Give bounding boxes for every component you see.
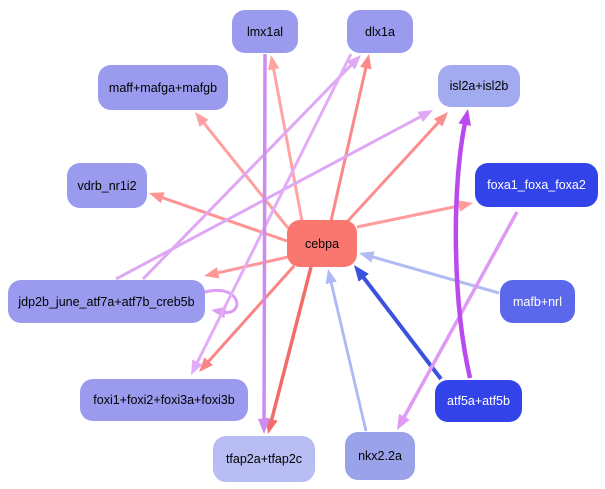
node-cebpa[interactable]: cebpa	[287, 220, 357, 267]
edge-cebpa-jdp2b	[215, 255, 289, 275]
edge-mafb_nrl-cebpa-arrowhead	[359, 251, 375, 263]
edge-lmx1al-tfap2a_tfap2c	[262, 53, 267, 422]
edge-cebpa-isl2a_isl2b	[344, 120, 441, 225]
node-label-foxi1: foxi1+foxi2+foxi3a+foxi3b	[93, 393, 235, 407]
edge-cebpa-tfap2a_tfap2c	[269, 266, 313, 422]
node-foxa1_foxa_foxa2[interactable]: foxa1_foxa_foxa2	[475, 163, 598, 207]
edge-jdp2b-isl2a_isl2b	[115, 114, 423, 281]
node-label-maff_mafga_mafgb: maff+mafga+mafgb	[108, 80, 218, 95]
edge-lmx1al-tfap2a_tfap2c-arrowhead	[257, 418, 271, 434]
node-label-cebpa: cebpa	[304, 236, 340, 251]
edge-atf5a_atf5b-isl2a_isl2b-arrowhead	[458, 109, 471, 126]
edge-cebpa-dlx1a	[329, 65, 368, 222]
node-label-foxa1_foxa_foxa2: foxa1_foxa_foxa2	[487, 178, 586, 192]
node-label-nkx2_2a: nkx2.2a	[358, 449, 402, 463]
node-isl2a_isl2b[interactable]: isl2a+isl2b	[438, 65, 520, 107]
edge-atf5a_atf5b-isl2a_isl2b	[453, 121, 473, 379]
node-label-dlx1a: dlx1a	[365, 24, 395, 39]
node-label-mafb_nrl: mafb+nrl	[513, 294, 562, 309]
node-label-isl2a_isl2b: isl2a+isl2b	[449, 79, 509, 93]
edge-cebpa-isl2a_isl2b-arrowhead	[433, 112, 448, 127]
edge-cebpa-jdp2b-arrowhead	[204, 267, 220, 279]
edge-jdp2b-dlx1a	[141, 62, 354, 281]
node-foxi1[interactable]: foxi1+foxi2+foxi3a+foxi3b	[80, 379, 248, 421]
edge-nkx2_2a-cebpa-arrowhead	[325, 269, 337, 285]
edge-nkx2_2a-cebpa	[329, 280, 368, 432]
edge-atf5a_atf5b-cebpa-arrowhead	[354, 265, 369, 282]
node-vdrb_nr1i2[interactable]: vdrb_nr1i2	[67, 163, 147, 208]
edge-cebpa-lmx1al	[271, 66, 304, 222]
edge-cebpa-foxi1	[206, 264, 296, 364]
edge-jdp2b-isl2a_isl2b-arrowhead	[417, 110, 433, 122]
node-label-atf5a_atf5b: atf5a+atf5b	[447, 394, 510, 408]
node-dlx1a[interactable]: dlx1a	[347, 10, 413, 53]
edge-jdp2b-jdp2b	[204, 288, 239, 314]
node-lmx1al[interactable]: lmx1al	[232, 10, 298, 53]
edge-cebpa-foxa1_foxa_foxa2-arrowhead	[457, 200, 473, 212]
node-tfap2a_tfap2c[interactable]: tfap2a+tfap2c	[213, 436, 315, 482]
node-label-tfap2a_tfap2c: tfap2a+tfap2c	[225, 452, 303, 466]
node-label-jdp2b: jdp2b_june_atf7a+atf7b_creb5b	[18, 294, 195, 309]
edge-cebpa-maff_mafga_mafgb-arrowhead	[195, 112, 209, 127]
edge-cebpa-foxi1-arrowhead	[199, 357, 213, 372]
edge-cebpa-foxa1_foxa_foxa2	[356, 204, 462, 229]
edge-cebpa-dlx1a-arrowhead	[360, 54, 372, 70]
edge-cebpa-lmx1al-arrowhead	[267, 55, 280, 71]
node-label-lmx1al: lmx1al	[246, 24, 284, 39]
edge-dlx1a-foxi1	[195, 53, 353, 365]
node-jdp2b[interactable]: jdp2b_june_atf7a+atf7b_creb5b	[8, 280, 205, 323]
edge-foxa1_foxa_foxa2-nkx2_2a-arrowhead	[397, 413, 410, 430]
node-maff_mafga_mafgb[interactable]: maff+mafga+mafgb	[98, 65, 228, 110]
node-atf5a_atf5b[interactable]: atf5a+atf5b	[435, 380, 522, 422]
node-label-vdrb_nr1i2: vdrb_nr1i2	[77, 178, 137, 193]
node-mafb_nrl[interactable]: mafb+nrl	[500, 280, 575, 323]
edge-cebpa-vdrb_nr1i2-arrowhead	[149, 192, 165, 204]
node-nkx2_2a[interactable]: nkx2.2a	[345, 432, 415, 480]
edge-atf5a_atf5b-cebpa	[360, 274, 443, 381]
edge-jdp2b-dlx1a-arrowhead	[346, 55, 361, 70]
edge-dlx1a-foxi1-arrowhead	[191, 359, 203, 375]
